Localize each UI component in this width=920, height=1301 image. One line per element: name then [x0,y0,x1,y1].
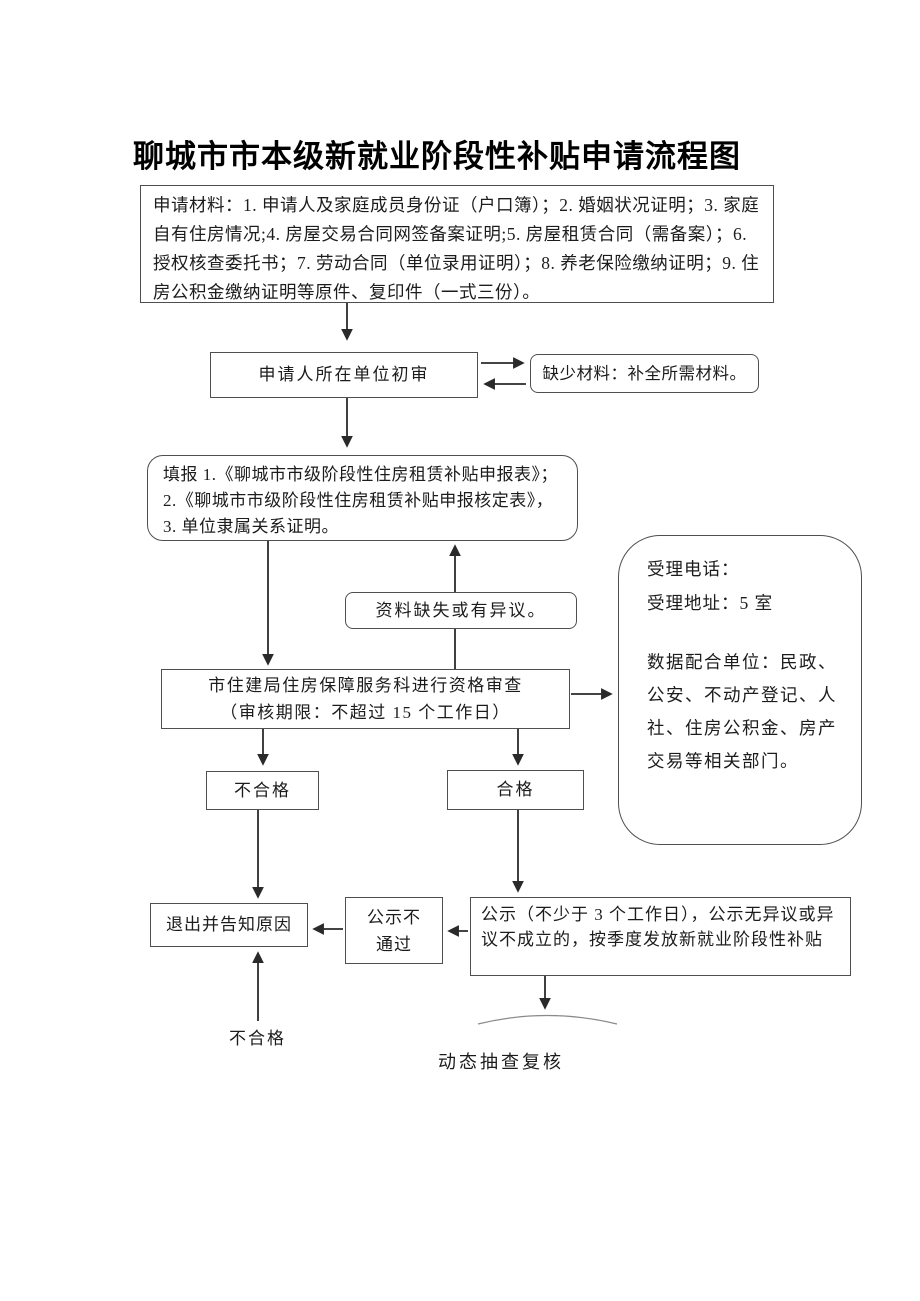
materials-box: 申请材料：1. 申请人及家庭成员身份证（户口簿）；2. 婚姻状况证明；3. 家庭… [140,185,774,303]
contact-phone-label: 受理电话： [647,559,740,579]
contact-data-units: 数据配合单位：民政、公安、不动产登记、人社、住房公积金、房产交易等相关部门。 [647,652,837,771]
unit-review-box: 申请人所在单位初审 [210,352,478,398]
page-title: 聊城市市本级新就业阶段性补贴申请流程图 [133,139,741,174]
recheck-shape-arc [477,1014,618,1025]
fail-box: 不合格 [206,771,319,810]
exit-box: 退出并告知原因 [150,903,308,947]
qualification-review-box: 市住建局住房保障服务科进行资格审查 （审核期限：不超过 15 个工作日） [161,669,570,729]
recheck-label: 动态抽查复核 [438,1052,564,1072]
missing-materials-box: 缺少材料：补全所需材料。 [530,354,759,393]
contact-info-box: 受理电话： 受理地址：5 室 数据配合单位：民政、公安、不动产登记、人社、住房公… [618,535,862,845]
bottom-fail-label: 不合格 [229,1029,286,1048]
pass-box: 合格 [447,770,584,810]
contact-address-label: 受理地址：5 室 [647,593,774,613]
publicity-fail-box: 公示不 通过 [345,897,443,964]
publicity-box: 公示（不少于 3 个工作日），公示无异议或异议不成立的，按季度发放新就业阶段性补… [470,897,851,976]
fill-forms-box: 填报 1.《聊城市市级阶段性住房租赁补贴申报表》； 2.《聊城市市级阶段性住房租… [147,455,578,541]
data-missing-box: 资料缺失或有异议。 [345,592,577,629]
